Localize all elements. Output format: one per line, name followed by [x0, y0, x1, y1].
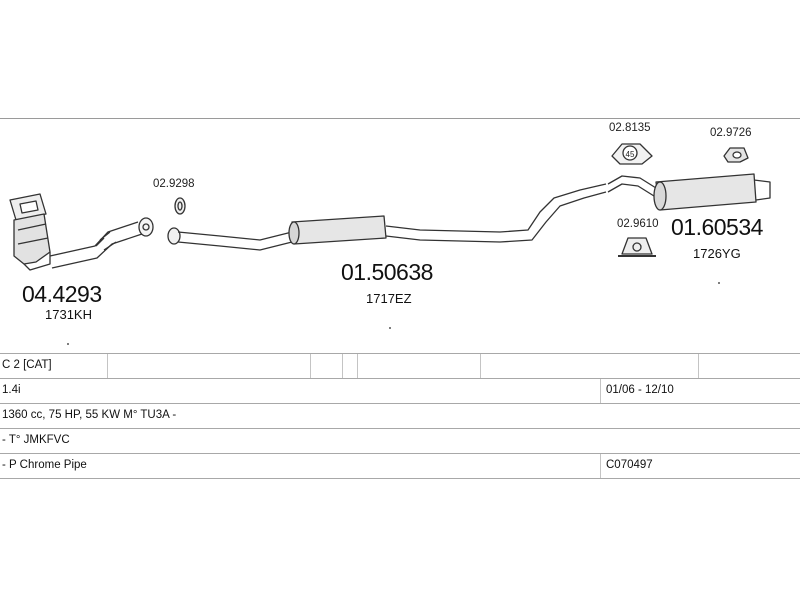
part-code-02-8135: 02.8135: [609, 122, 651, 134]
model-cell: C 2 [CAT]: [2, 359, 52, 371]
type-cell: - T° JMKFVC: [2, 434, 70, 446]
part-code-04-4293: 04.4293: [22, 281, 102, 307]
table-row: - P Chrome Pipe C070497: [0, 453, 800, 479]
table-row: 1360 cc, 75 HP, 55 KW M° TU3A -: [0, 403, 800, 428]
note-cell: - P Chrome Pipe: [2, 459, 87, 471]
table-row: 1.4i 01/06 - 12/10: [0, 378, 800, 403]
top-divider: [0, 118, 800, 119]
engine-cell: 1.4i: [2, 384, 21, 396]
part-code-01-60534: 01.60534: [671, 214, 763, 240]
table-row: - T° JMKFVC: [0, 428, 800, 453]
gasket-part: [174, 197, 186, 215]
part-ref-1717ez: 1717EZ: [366, 291, 412, 306]
reference-cell: C070497: [606, 459, 653, 471]
clamp-size-label: 45: [626, 150, 635, 159]
rubber-ring-part: [723, 147, 749, 163]
catalytic-converter-part: [9, 193, 154, 271]
middle-silencer-part: [167, 183, 607, 251]
specs-cell: 1360 cc, 75 HP, 55 KW M° TU3A -: [2, 409, 177, 421]
part-ref-1726yg: 1726YG: [693, 246, 741, 261]
application-table: C 2 [CAT] 1.4i 01/06 - 12/10 1360 cc, 75…: [0, 353, 800, 479]
part-code-01-50638: 01.50638: [341, 259, 433, 285]
clamp-part: [611, 143, 653, 165]
part-code-02-9298: 02.9298: [153, 178, 195, 190]
part-code-02-9610: 02.9610: [617, 218, 659, 230]
part-ref-1731kh: 1731KH: [45, 307, 92, 322]
rear-silencer-part: [607, 173, 771, 211]
table-row: C 2 [CAT]: [0, 353, 800, 378]
exhaust-drawing: 45: [9, 143, 771, 345]
years-cell: 01/06 - 12/10: [606, 384, 674, 396]
mounting-bracket-part: [618, 237, 656, 257]
part-code-02-9726: 02.9726: [710, 127, 752, 139]
